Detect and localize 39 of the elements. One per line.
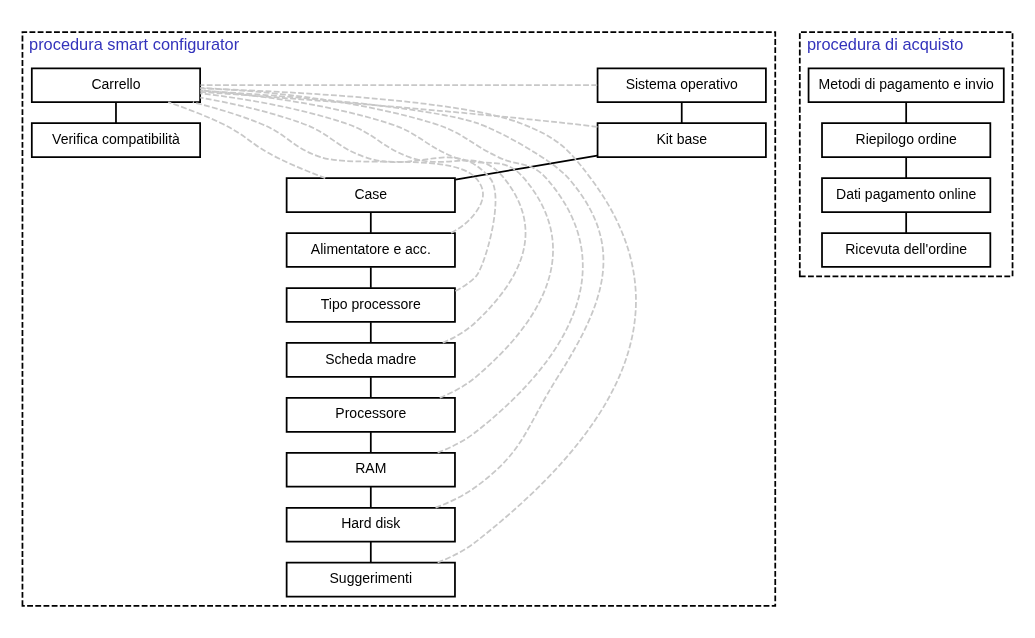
connector xyxy=(680,101,683,124)
node-box: Hard disk xyxy=(285,506,456,543)
connector xyxy=(369,486,372,509)
connector xyxy=(199,92,527,344)
connector xyxy=(199,87,584,454)
node-box: Sistema operativo xyxy=(596,67,767,104)
node-box: Dati pagamento online xyxy=(821,177,992,213)
connector xyxy=(905,156,908,179)
connector xyxy=(369,376,372,399)
connector xyxy=(369,431,372,454)
node-box: Tipo processore xyxy=(285,287,456,323)
connector xyxy=(192,101,484,234)
connector xyxy=(369,211,372,234)
connector xyxy=(115,101,117,124)
connector xyxy=(199,96,497,292)
connector xyxy=(369,266,372,289)
node-box: RAM xyxy=(285,451,456,488)
node-box: Processore xyxy=(285,397,456,433)
connector xyxy=(199,87,637,564)
connector xyxy=(167,101,327,179)
node-box: Suggerimenti xyxy=(285,561,456,598)
connector xyxy=(905,101,908,124)
node-box: Ricevuta dell'ordine xyxy=(821,232,992,268)
connector xyxy=(905,211,908,234)
connector xyxy=(199,84,598,87)
connector xyxy=(454,154,599,181)
node-box: Carrello xyxy=(30,67,201,104)
connector xyxy=(199,89,605,509)
node-box: Case xyxy=(285,177,456,213)
node-box: Riepilogo ordine xyxy=(821,122,992,158)
node-box: Verifica compatibilità xyxy=(30,122,201,158)
connector xyxy=(199,89,554,399)
node-box: Metodi di pagamento e invio xyxy=(807,67,1005,104)
node-box: Scheda madre xyxy=(285,342,456,378)
connector xyxy=(199,91,599,128)
connector xyxy=(369,321,372,344)
node-box: Kit base xyxy=(596,122,767,158)
node-box: Alimentatore e acc. xyxy=(285,232,456,268)
connector xyxy=(369,541,372,564)
